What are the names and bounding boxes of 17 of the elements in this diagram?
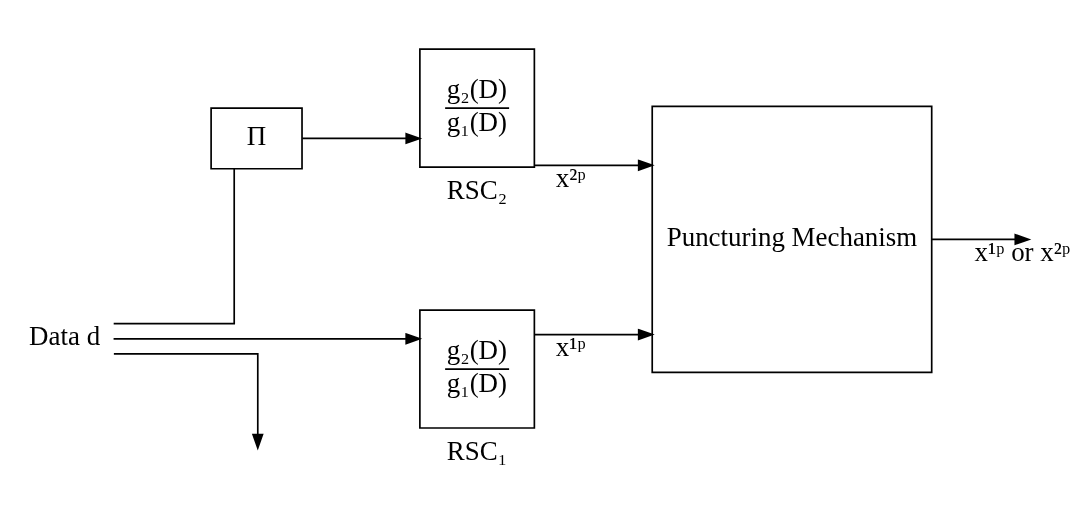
node-box: g₂(D) g₁(D) <box>419 308 536 429</box>
arrow <box>534 328 655 340</box>
arrow <box>112 332 423 345</box>
edge-label: x¹ᵖ or x²ᵖ <box>974 236 1071 267</box>
connector <box>112 167 236 324</box>
arrow <box>113 352 264 450</box>
node-label: RSC₂ <box>446 174 508 205</box>
node-box: Π <box>210 106 303 170</box>
node-box: g₂(D) g₁(D) <box>419 47 536 168</box>
arrow <box>301 132 423 144</box>
edge-label: x²ᵖ <box>555 162 586 193</box>
node-text: Data d <box>29 320 101 351</box>
node-label: RSC₁ <box>446 435 508 466</box>
edge-label: x¹ᵖ <box>555 331 586 362</box>
arrow <box>930 233 1032 245</box>
node-box: Puncturing Mechanism <box>651 105 933 373</box>
arrow <box>534 158 655 171</box>
